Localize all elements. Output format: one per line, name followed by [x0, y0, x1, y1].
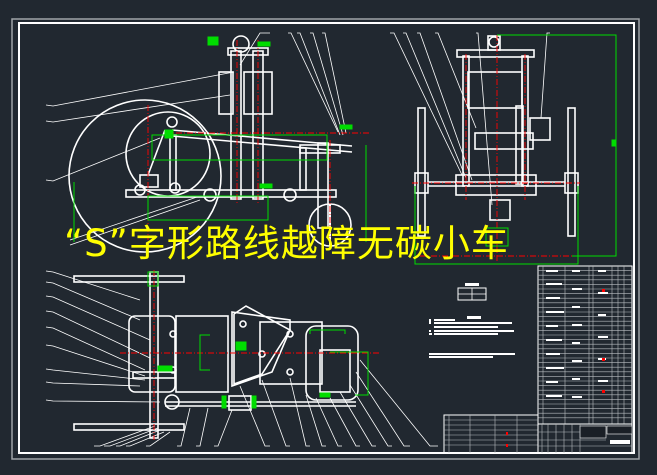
- side-view-dimensions: [414, 34, 617, 265]
- side-view: [414, 35, 579, 237]
- technical-notes: [429, 283, 515, 358]
- top-view-leaders: [45, 270, 438, 447]
- inner-frame: [18, 22, 635, 454]
- top-view-centerlines: [120, 270, 380, 440]
- top-view-dimensions: [147, 271, 369, 409]
- front-view: [68, 35, 353, 253]
- top-view: [73, 271, 359, 439]
- side-view-centerlines: [412, 35, 580, 262]
- title-block: [537, 423, 633, 454]
- parts-list-lower: [443, 414, 539, 454]
- front-view-leaders: [45, 32, 347, 246]
- outer-frame: [11, 18, 640, 460]
- front-view-dimensions: [73, 36, 367, 242]
- parts-list: [537, 265, 633, 425]
- side-view-leaders: [390, 32, 550, 206]
